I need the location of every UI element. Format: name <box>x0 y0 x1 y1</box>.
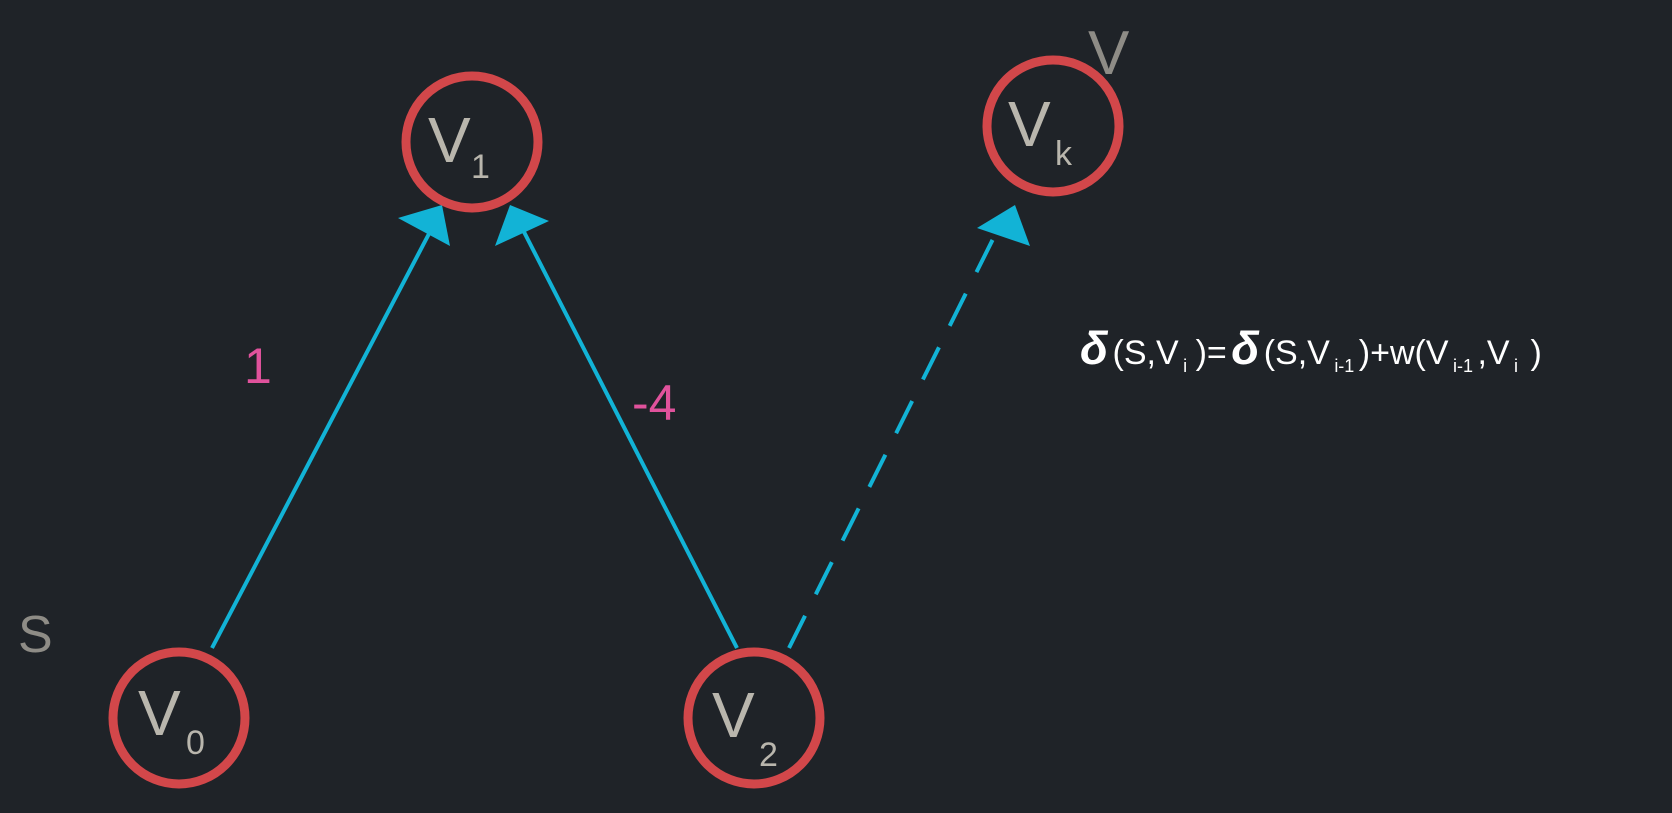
formula-lhs-open: (S,V <box>1113 334 1179 372</box>
node-v1-sub: 1 <box>471 148 490 186</box>
formula-delta-1: δ <box>1080 322 1109 374</box>
node-vk: V k <box>982 55 1124 197</box>
node-v0: V 0 <box>108 647 250 789</box>
edge-v2-vk <box>787 234 997 649</box>
edge-weight-v2-v1: -4 <box>632 375 676 431</box>
source-label: S <box>18 606 53 664</box>
node-v2-letter: V <box>712 679 755 751</box>
formula-delta-2: δ <box>1231 322 1260 374</box>
formula-rhs3-close: ) <box>1530 334 1541 372</box>
node-v2-sub: 2 <box>759 736 778 774</box>
formula-rhs1-open: (S,V <box>1264 334 1330 372</box>
node-v2: V 2 <box>683 647 825 789</box>
node-v1: V 1 <box>401 71 543 213</box>
formula: δ (S,V i )= δ (S,V i-1 )+w(V i-1 ,V i ) <box>1080 322 1542 376</box>
formula-lhs-close: )= <box>1196 334 1227 372</box>
formula-rhs3-sub: i <box>1514 356 1518 376</box>
node-v0-sub: 0 <box>186 724 205 762</box>
formula-rhs1-close: )+w(V <box>1359 334 1449 372</box>
formula-rhs2-sub: i-1 <box>1453 356 1473 376</box>
formula-text: δ (S,V i )= δ (S,V i-1 )+w(V i-1 ,V i ) <box>1080 322 1542 376</box>
edge-weight-v0-v1: 1 <box>244 338 272 394</box>
arrowhead-v2-vk-icon <box>977 205 1030 246</box>
arrowhead-v0-v1-icon <box>398 205 450 246</box>
formula-rhs1-sub: i-1 <box>1334 356 1354 376</box>
node-v1-letter: V <box>428 104 471 176</box>
node-v0-letter: V <box>138 677 181 749</box>
target-label: V <box>1088 19 1130 88</box>
node-vk-sub: k <box>1055 135 1073 173</box>
formula-lhs-sub: i <box>1183 356 1187 376</box>
arrowhead-v2-v1-icon <box>495 205 549 246</box>
node-vk-letter: V <box>1008 88 1051 160</box>
edge-v0-v1 <box>210 227 434 649</box>
edge-v2-v1 <box>520 227 739 649</box>
formula-rhs2-mid: ,V <box>1477 334 1509 372</box>
